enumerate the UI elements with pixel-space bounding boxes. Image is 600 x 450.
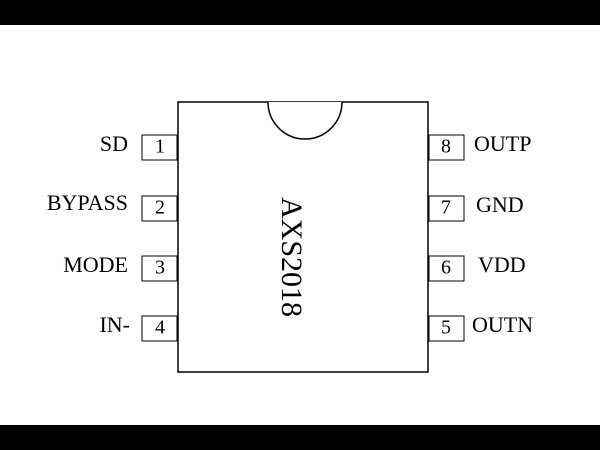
pin-number: 8 xyxy=(441,136,451,158)
pin-label: VDD xyxy=(478,252,526,277)
pin-box xyxy=(141,315,178,342)
pin-box xyxy=(428,134,465,161)
pin-number: 5 xyxy=(441,317,451,339)
pin-label: GND xyxy=(476,192,524,217)
left-pin-3: 3 MODE xyxy=(63,252,178,282)
ic-package-body xyxy=(177,101,429,373)
right-pin-8: 8 OUTP xyxy=(428,131,531,161)
pin-box xyxy=(141,255,178,282)
pin-box xyxy=(428,195,465,222)
left-pin-1: 1 SD xyxy=(100,131,178,161)
pin-box xyxy=(141,134,178,161)
pin-label: OUTP xyxy=(474,131,531,156)
pin-number: 3 xyxy=(155,257,165,279)
left-pin-4: 4 IN- xyxy=(99,312,178,342)
pin-label: IN- xyxy=(99,312,130,337)
diagram-canvas: AXS2018 1 SD 2 BYPASS 3 MODE 4 IN- 8 OUT… xyxy=(0,25,600,425)
pin-box xyxy=(141,195,178,222)
pin-number: 6 xyxy=(441,257,451,279)
pin-number: 2 xyxy=(155,197,165,219)
ic-pinout-diagram: AXS2018 1 SD 2 BYPASS 3 MODE 4 IN- 8 OUT… xyxy=(47,101,533,373)
left-pin-2: 2 BYPASS xyxy=(47,190,178,222)
part-number-label: AXS2018 xyxy=(275,197,308,317)
pin-label: OUTN xyxy=(472,312,533,337)
pin-box xyxy=(428,255,465,282)
pin-number: 7 xyxy=(441,197,451,219)
pin-number: 1 xyxy=(155,136,165,158)
pin-label: BYPASS xyxy=(47,190,128,215)
pin-label: MODE xyxy=(63,252,128,277)
right-pin-6: 6 VDD xyxy=(428,252,526,282)
pin1-notch xyxy=(267,101,343,140)
right-pin-7: 7 GND xyxy=(428,192,524,222)
pin-number: 4 xyxy=(155,317,165,339)
pin-label: SD xyxy=(100,131,128,156)
pin-box xyxy=(428,315,465,342)
right-pin-5: 5 OUTN xyxy=(428,312,533,342)
